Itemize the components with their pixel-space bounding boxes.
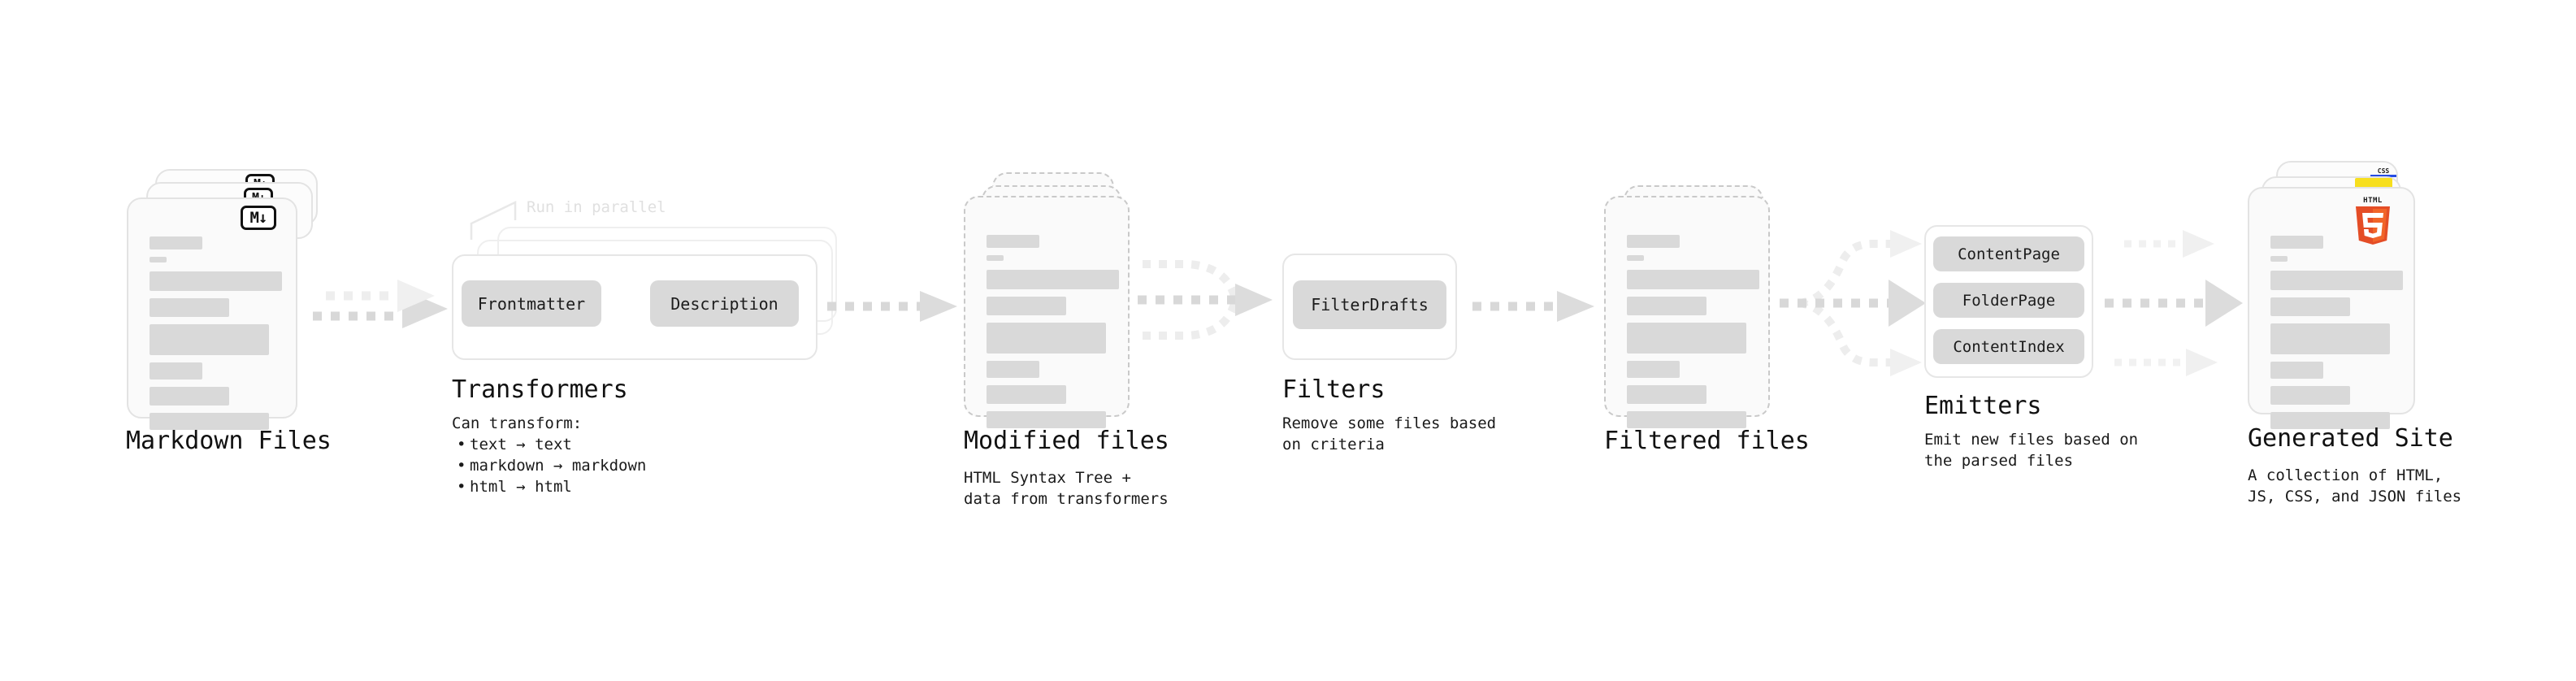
svg-text:CSS: CSS	[2378, 167, 2390, 175]
content-bar	[987, 411, 1106, 428]
stage-title-markdown-files: Markdown Files	[126, 427, 332, 455]
arrow-emitters-to-site	[2105, 230, 2243, 376]
transformers-description: Can transform: text → text markdown → ma…	[452, 413, 646, 497]
content-bar	[150, 324, 269, 355]
stage-title-filters: Filters	[1282, 375, 1386, 404]
markdown-file-content-bars	[150, 236, 282, 437]
filtered-file-content-bars	[1627, 235, 1759, 436]
site-file-front-html	[2248, 187, 2415, 429]
transformers-bullet: text → text	[457, 434, 646, 455]
generated-site-description: A collection of HTML, JS, CSS, and JSON …	[2248, 466, 2462, 505]
content-bar	[150, 362, 202, 380]
emitter-pill-contentpage[interactable]: ContentPage	[1933, 236, 2084, 271]
content-bar	[1627, 385, 1706, 404]
content-bar	[2270, 412, 2390, 429]
content-bar	[150, 298, 229, 317]
filtered-file-front	[1604, 196, 1770, 428]
content-bar	[987, 385, 1066, 404]
transformer-pill-description[interactable]: Description	[650, 280, 799, 327]
content-bar	[987, 297, 1066, 315]
transformers-bullet: markdown → markdown	[457, 455, 646, 476]
site-file-content-bars	[2270, 236, 2403, 436]
stage-title-filtered-files: Filtered files	[1604, 427, 1810, 455]
arrow-transformers-to-modified	[827, 291, 957, 322]
content-bar	[1627, 270, 1759, 289]
content-bar	[150, 413, 269, 430]
emitter-pill-contentindex[interactable]: ContentIndex	[1933, 329, 2084, 364]
arrow-modified-to-filters	[1138, 260, 1273, 340]
content-bar	[987, 323, 1106, 354]
emitters-description: Emit new files based on the parsed files	[1924, 431, 2139, 470]
arrow-filtered-to-emitters	[1780, 230, 1926, 376]
emitter-pill-folderpage[interactable]: FolderPage	[1933, 283, 2084, 318]
stage-title-emitters: Emitters	[1924, 392, 2042, 420]
content-bar	[2270, 386, 2350, 405]
content-bar	[1627, 255, 1644, 261]
arrow-filters-to-filtered	[1472, 291, 1594, 322]
filter-pill-filterdrafts[interactable]: FilterDrafts	[1293, 280, 1446, 329]
modified-file-front	[964, 196, 1130, 428]
content-bar	[987, 361, 1039, 378]
content-bar	[1627, 323, 1746, 354]
content-bar	[1627, 235, 1680, 248]
modified-files-description: HTML Syntax Tree + data from transformer…	[964, 469, 1169, 508]
stage-title-generated-site: Generated Site	[2248, 424, 2453, 453]
filters-description: Remove some files based on criteria	[1282, 414, 1497, 453]
content-bar	[987, 255, 1004, 261]
content-bar	[1627, 361, 1680, 378]
transformers-bullet-list: text → text markdown → markdown html → h…	[452, 434, 646, 497]
content-bar	[2270, 323, 2390, 354]
markdown-badge: M↓	[241, 206, 276, 230]
arrow-markdown-to-transformers	[313, 280, 448, 328]
transformer-pill-frontmatter[interactable]: Frontmatter	[462, 280, 601, 327]
content-bar	[987, 235, 1039, 248]
markdown-file-front	[127, 197, 297, 430]
stage-title-transformers: Transformers	[452, 375, 628, 404]
content-bar	[2270, 236, 2323, 249]
modified-file-content-bars	[987, 235, 1119, 436]
transformers-description-lead: Can transform:	[452, 414, 583, 432]
svg-text:HTML: HTML	[2363, 197, 2383, 205]
stage-title-modified-files: Modified files	[964, 427, 1169, 455]
content-bar	[150, 387, 229, 406]
css-badge: CSS	[2370, 167, 2396, 177]
content-bar	[987, 270, 1119, 289]
content-bar	[2270, 271, 2403, 290]
html5-badge: HTML	[2356, 197, 2390, 245]
content-bar	[2270, 256, 2288, 262]
content-bar	[150, 271, 282, 291]
content-bar	[150, 236, 202, 249]
content-bar	[1627, 411, 1746, 428]
content-bar	[150, 257, 167, 262]
run-in-parallel-bracket	[470, 201, 517, 240]
content-bar	[1627, 297, 1706, 315]
content-bar	[2270, 362, 2323, 379]
content-bar	[2270, 297, 2350, 316]
transformers-bullet: html → html	[457, 476, 646, 497]
run-in-parallel-label: Run in parallel	[527, 198, 666, 216]
